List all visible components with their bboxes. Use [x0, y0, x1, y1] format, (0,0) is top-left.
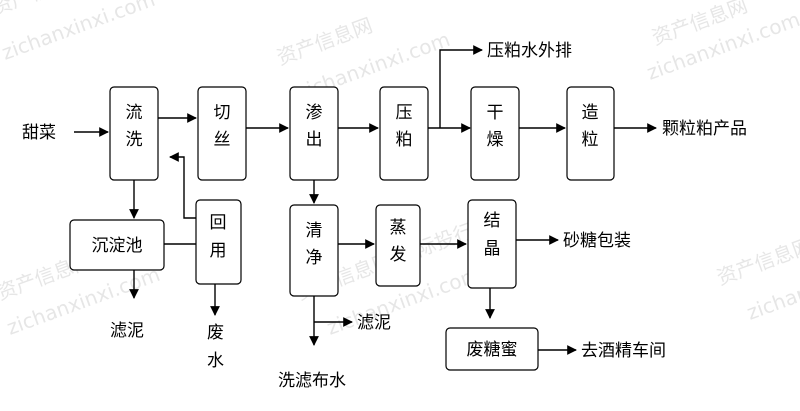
label-alcohol: 去酒精车间: [581, 341, 666, 361]
label-pellet-product: 颗粒粕产品: [662, 119, 747, 139]
label-filter-cloth-water: 洗滤布水: [278, 371, 346, 391]
node-dry-line1: 干: [487, 103, 504, 123]
node-granulate-line1: 造: [582, 103, 599, 123]
connectors: [74, 45, 657, 355]
node-diffuse-line1: 渗: [306, 103, 323, 123]
node-purify-line1: 清: [306, 221, 323, 241]
node-wash-line2: 洗: [126, 130, 143, 150]
node-recycle: 回 用: [195, 199, 242, 285]
free-labels: 甜菜 压粕水外排 颗粒粕产品 砂糖包装 滤泥 废 水 滤泥 洗滤布水 去酒精车间: [22, 41, 747, 391]
node-evaporate-line1: 蒸: [390, 218, 407, 238]
node-slice-line1: 切: [214, 103, 231, 123]
node-dry: 干 燥: [470, 86, 520, 181]
node-press: 压 粕: [379, 86, 429, 181]
label-sludge-2: 滤泥: [357, 313, 391, 333]
label-sugar-pack: 砂糖包装: [563, 231, 631, 251]
node-press-line2: 粕: [396, 130, 413, 150]
label-input: 甜菜: [22, 123, 56, 143]
node-recycle-line1: 回: [210, 213, 227, 233]
node-purify-line2: 净: [306, 248, 323, 268]
node-evaporate-line2: 发: [390, 245, 407, 265]
node-crystallize: 结 晶: [467, 199, 517, 289]
node-settle: 沉淀池: [69, 219, 165, 271]
node-slice: 切 丝: [197, 86, 247, 181]
node-diffuse: 渗 出: [289, 86, 339, 181]
node-purify: 清 净: [289, 204, 339, 297]
node-granulate: 造 粒: [566, 86, 615, 181]
node-recycle-line2: 用: [210, 241, 227, 261]
node-wash: 流 洗: [109, 86, 159, 181]
watermark-text: 资产信息网: [714, 233, 800, 290]
arrow-to-press-water: [439, 45, 483, 128]
arrow-recycle-to-wash: [169, 152, 196, 219]
node-press-line1: 压: [396, 103, 413, 123]
label-press-water: 压粕水外排: [487, 41, 572, 61]
node-evaporate: 蒸 发: [375, 204, 421, 287]
label-sludge-1: 滤泥: [110, 321, 144, 341]
node-wash-line1: 流: [126, 103, 143, 123]
label-wastewater-line2: 水: [207, 351, 224, 371]
label-wastewater-line1: 废: [207, 323, 224, 343]
node-diffuse-line2: 出: [306, 130, 323, 150]
node-molasses-label: 废糖蜜: [467, 340, 518, 360]
node-molasses: 废糖蜜: [445, 327, 539, 371]
node-settle-label: 沉淀池: [92, 236, 143, 256]
node-slice-line2: 丝: [214, 130, 231, 150]
node-crystallize-line1: 结: [484, 211, 501, 231]
node-dry-line2: 燥: [487, 130, 504, 150]
node-crystallize-line2: 晶: [484, 239, 501, 259]
node-granulate-line2: 粒: [582, 130, 599, 150]
